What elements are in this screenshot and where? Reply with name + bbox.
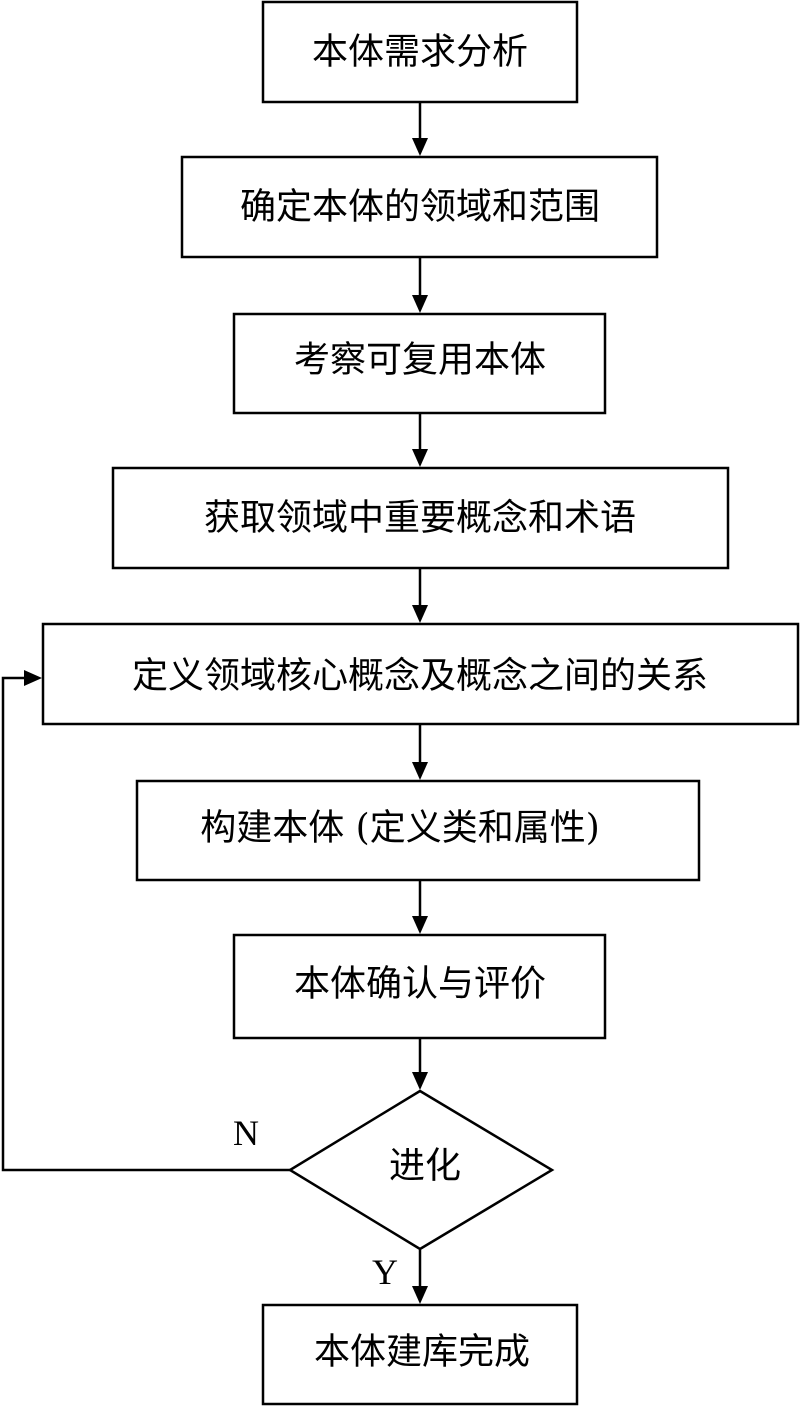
arrowhead-7 bbox=[412, 1072, 428, 1090]
arrowhead-feedback bbox=[24, 670, 42, 686]
step-concepts-terms-label: 获取领域中重要概念和术语 bbox=[204, 498, 636, 539]
step-core-relations: 定义领域核心概念及概念之间的关系 bbox=[41, 622, 800, 726]
arrowhead-2 bbox=[412, 295, 428, 313]
step-core-relations-label: 定义领域核心概念及概念之间的关系 bbox=[132, 656, 708, 697]
step-build-label: 构建本体 (定义类和属性) bbox=[200, 808, 600, 849]
step-evaluate-label: 本体确认与评价 bbox=[294, 964, 546, 1005]
arrowhead-5 bbox=[412, 762, 428, 780]
edge-label-yes: Y bbox=[372, 1252, 398, 1292]
step-reuse: 考察可复用本体 bbox=[232, 312, 607, 415]
feedback-loop-no bbox=[1, 676, 290, 1172]
edges bbox=[1, 102, 428, 1304]
decision-evolve-label: 进化 bbox=[389, 1146, 461, 1187]
step-reuse-label: 考察可复用本体 bbox=[294, 340, 546, 381]
edge-label-no: N bbox=[233, 1113, 259, 1153]
arrowhead-1 bbox=[412, 138, 428, 156]
step-done-label: 本体建库完成 bbox=[314, 1332, 530, 1373]
decision-evolve: 进化 bbox=[287, 1089, 555, 1251]
step-done: 本体建库完成 bbox=[261, 1303, 579, 1406]
step-requirements-label: 本体需求分析 bbox=[312, 32, 528, 73]
arrowhead-6 bbox=[412, 916, 428, 934]
step-requirements: 本体需求分析 bbox=[261, 0, 579, 104]
step-build: 构建本体 (定义类和属性) bbox=[135, 779, 701, 882]
step-domain-scope-label: 确定本体的领域和范围 bbox=[240, 187, 600, 228]
arrowhead-8 bbox=[412, 1286, 428, 1304]
step-evaluate: 本体确认与评价 bbox=[232, 933, 607, 1040]
step-domain-scope: 确定本体的领域和范围 bbox=[180, 155, 659, 259]
arrowhead-3 bbox=[412, 449, 428, 467]
arrowhead-4 bbox=[412, 605, 428, 623]
step-concepts-terms: 获取领域中重要概念和术语 bbox=[111, 466, 730, 570]
